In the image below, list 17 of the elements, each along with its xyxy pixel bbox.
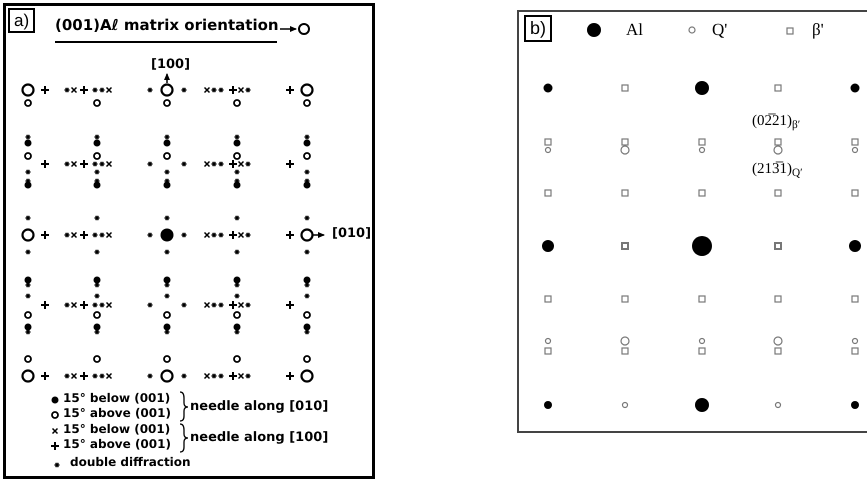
legend-note: needle along [100]: [190, 430, 328, 446]
legend-text: Al: [626, 19, 643, 40]
panel-label-box: a): [8, 8, 36, 34]
title: (001)Aℓ matrix orientation: [55, 16, 279, 35]
legend-text: β': [812, 19, 824, 40]
direction-label: [100]: [151, 57, 190, 74]
spot-index-label: (213̅1)$_{Q′}$: [752, 160, 803, 179]
panel-label-box: b): [524, 15, 552, 42]
legend-text: 15° above (001): [63, 437, 171, 452]
legend-text: 15° below (001): [63, 422, 170, 437]
direction-label: [010]: [332, 226, 372, 242]
legend-text: double diffraction: [70, 455, 191, 470]
legend-text: 15° below (001): [63, 391, 170, 406]
legend-text: Q': [712, 19, 728, 40]
legend-text: 15° above (001): [63, 406, 171, 421]
spot-index-label: (02̅21)$_{β′}$: [752, 112, 800, 131]
legend-note: needle along [010]: [190, 399, 328, 416]
